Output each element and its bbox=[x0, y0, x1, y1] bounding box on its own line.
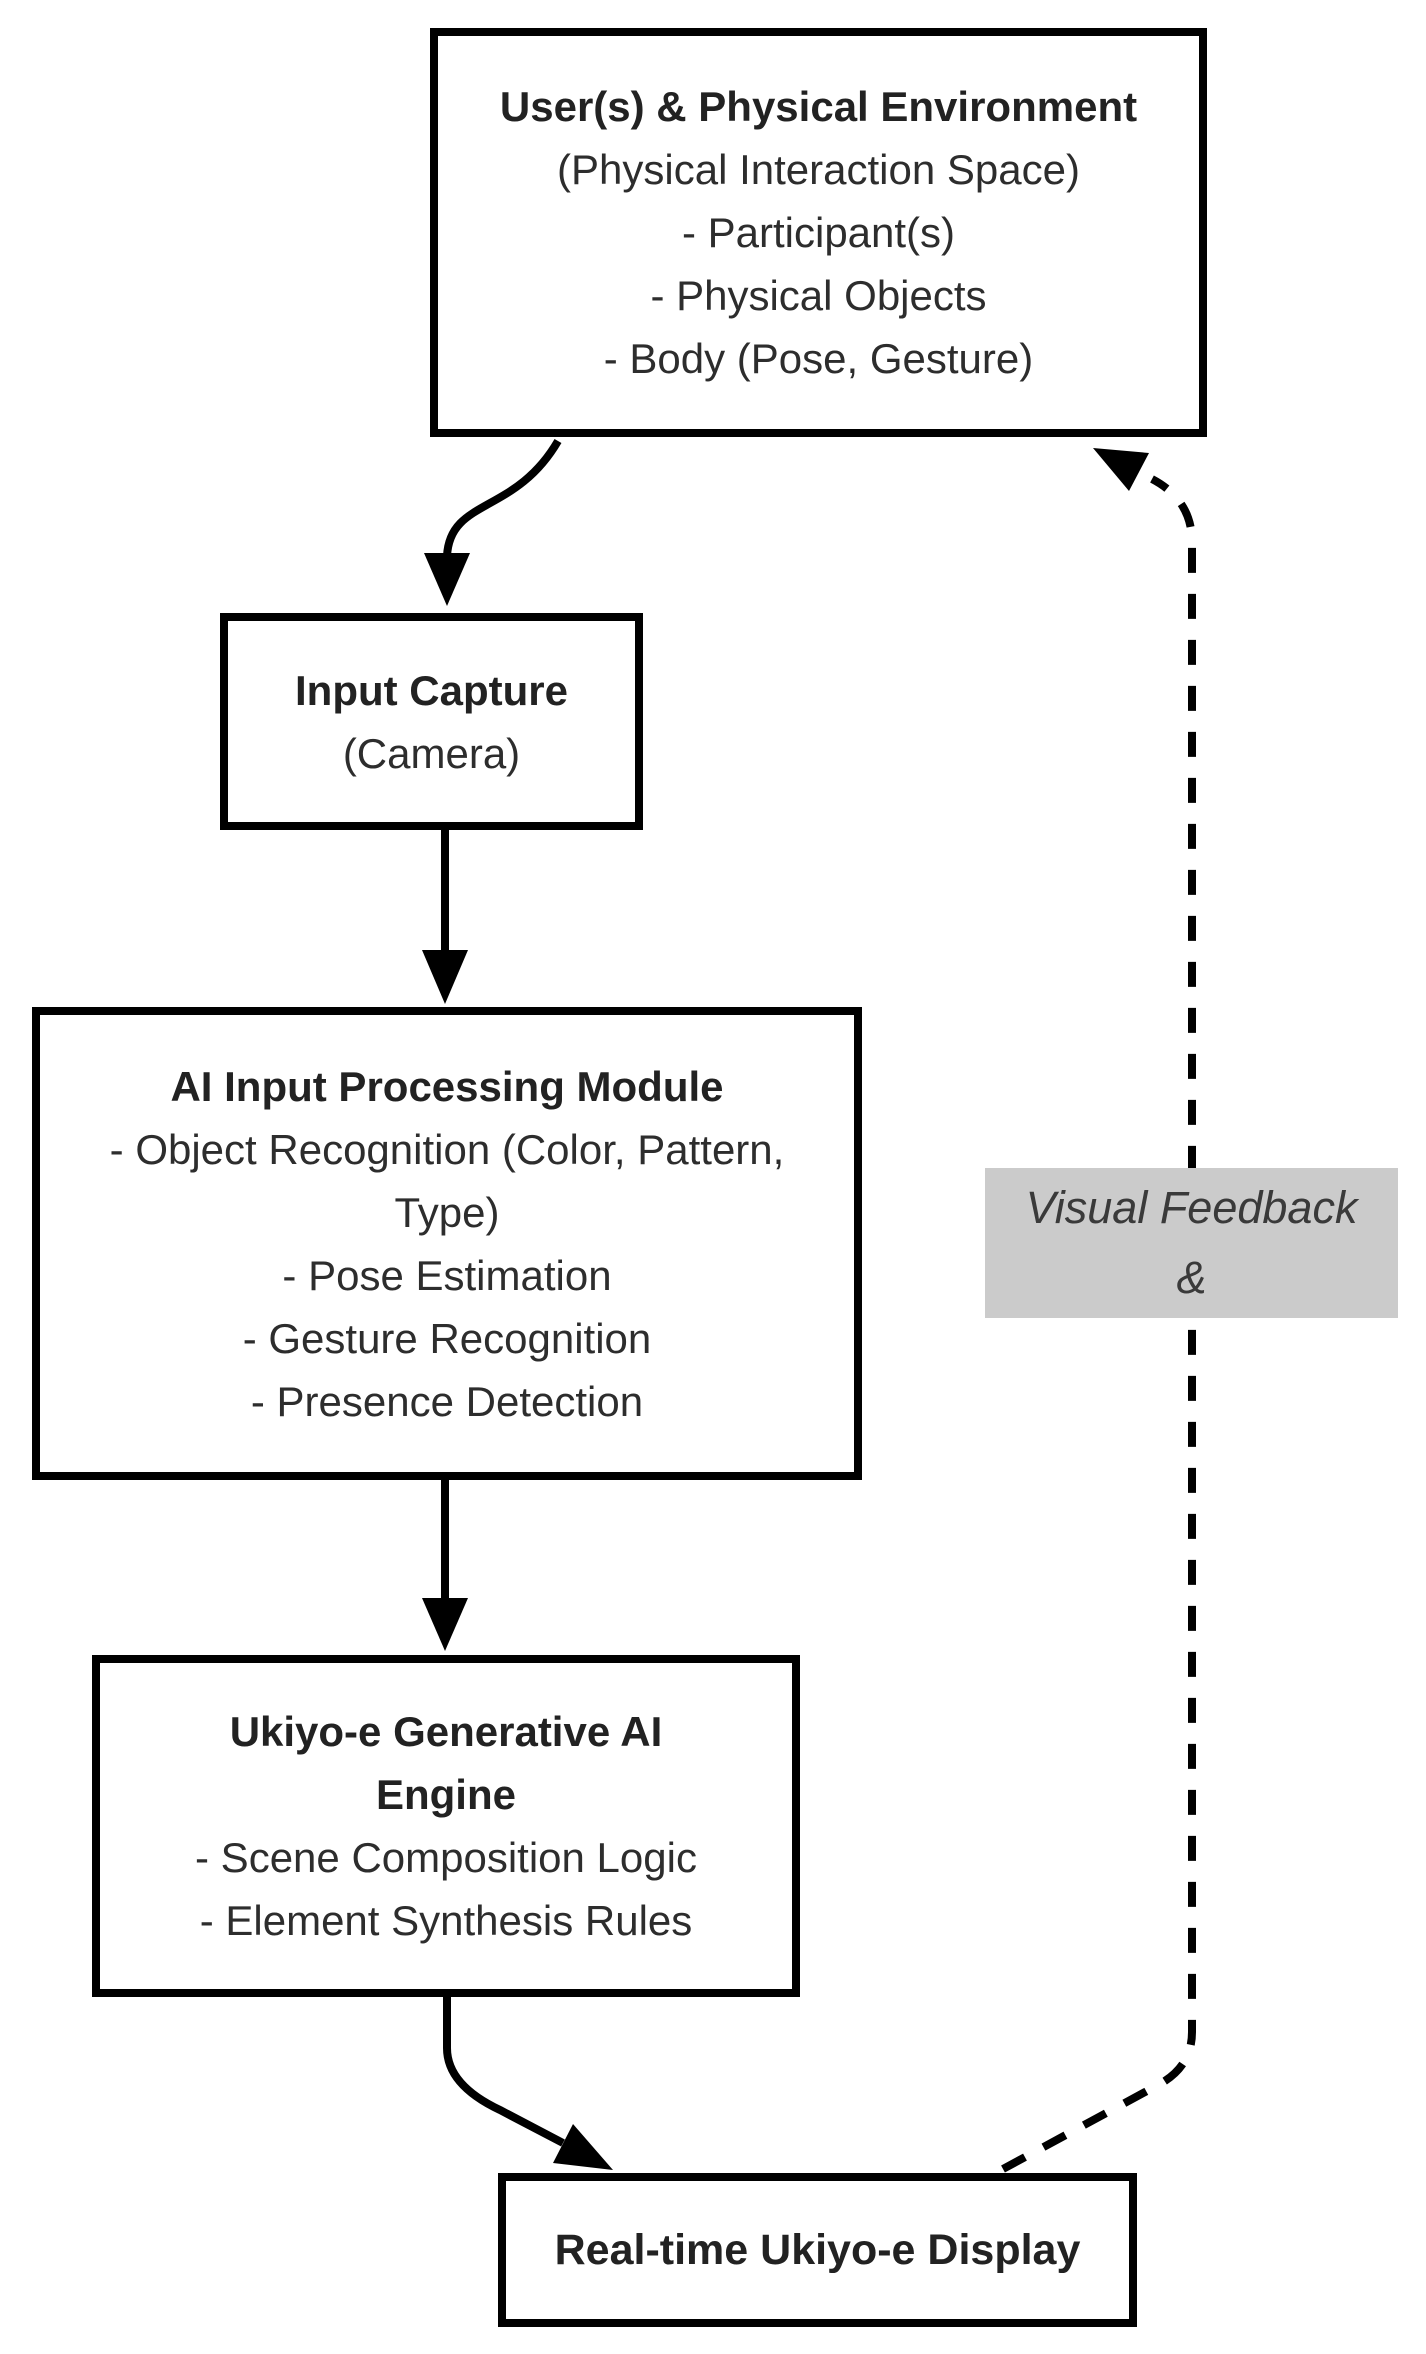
node-display: Real-time Ukiyo-e Display bbox=[498, 2173, 1137, 2327]
node-ai-processing-title: AI Input Processing Module bbox=[170, 1062, 724, 1110]
feedback-label-line: Visual Feedback bbox=[1025, 1182, 1358, 1234]
node-generative-engine-title: Ukiyo-e Generative AI bbox=[229, 1708, 663, 1755]
node-environment-line: - Body (Pose, Gesture) bbox=[603, 335, 1034, 382]
node-input-capture: Input Capture (Camera) bbox=[220, 613, 643, 830]
node-generative-engine-line: - Scene Composition Logic bbox=[195, 1834, 697, 1881]
node-generative-engine: Ukiyo-e Generative AI Engine - Scene Com… bbox=[92, 1655, 800, 1997]
feedback-dashed-arrow bbox=[1001, 475, 1196, 2173]
node-ai-processing-line: - Pose Estimation bbox=[282, 1251, 612, 1299]
node-environment-line: - Participant(s) bbox=[681, 209, 956, 256]
node-environment: User(s) & Physical Environment (Physical… bbox=[430, 28, 1207, 437]
node-ai-processing-line: - Gesture Recognition bbox=[242, 1314, 652, 1362]
node-environment-title: User(s) & Physical Environment bbox=[499, 83, 1138, 130]
node-generative-engine-line: - Element Synthesis Rules bbox=[199, 1897, 693, 1944]
node-ai-processing-line: Type) bbox=[394, 1188, 500, 1236]
node-environment-line: - Physical Objects bbox=[650, 272, 987, 319]
arrowhead-down-icon bbox=[422, 1598, 468, 1651]
arrowhead-down-right-icon bbox=[553, 2124, 613, 2170]
node-input-capture-line: (Camera) bbox=[342, 729, 521, 777]
arrowhead-down-icon bbox=[424, 553, 470, 606]
feedback-label: Visual Feedback & bbox=[985, 1168, 1398, 1318]
node-ai-processing-line: - Presence Detection bbox=[250, 1377, 644, 1425]
node-input-capture-title: Input Capture bbox=[295, 666, 568, 714]
node-ai-processing: AI Input Processing Module - Object Reco… bbox=[32, 1007, 862, 1480]
node-ai-processing-line: - Object Recognition (Color, Pattern, bbox=[109, 1125, 785, 1173]
arrowhead-down-icon bbox=[422, 950, 468, 1004]
arrowhead-up-left-icon bbox=[1093, 448, 1149, 491]
arrow-environment-to-capture bbox=[443, 438, 562, 557]
node-generative-engine-title: Engine bbox=[375, 1771, 516, 1818]
arrow-engine-to-display bbox=[443, 1997, 565, 2147]
node-display-title: Real-time Ukiyo-e Display bbox=[554, 2225, 1081, 2274]
feedback-label-line: & bbox=[1176, 1252, 1207, 1303]
node-environment-line: (Physical Interaction Space) bbox=[557, 146, 1080, 193]
